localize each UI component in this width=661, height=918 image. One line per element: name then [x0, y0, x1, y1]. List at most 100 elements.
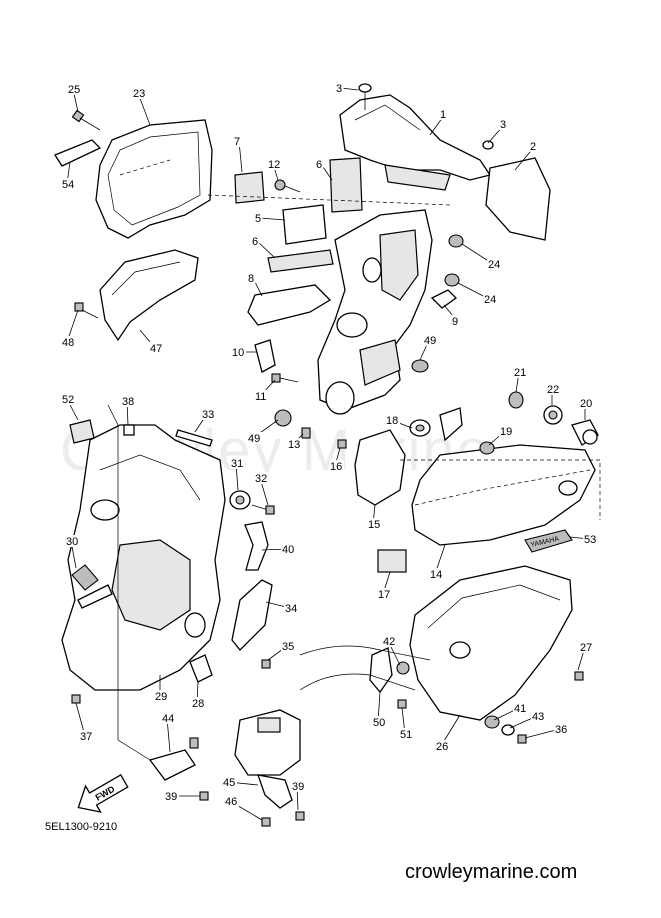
part-47-lower-side-cover [99, 249, 199, 342]
part-number-label-15: 15 [368, 519, 380, 531]
part-number-label-30: 30 [66, 536, 78, 548]
label-background [513, 702, 528, 714]
part-29-bottom-cowling [61, 424, 226, 691]
label-background [579, 397, 594, 409]
part-number-label-50: 50 [373, 717, 385, 729]
part-6-lower-pad [267, 249, 334, 273]
part-number-label-21: 21 [514, 367, 526, 379]
part-number-label-17: 17 [378, 589, 390, 601]
label-background [284, 602, 299, 614]
part-number-label-18: 18 [386, 415, 398, 427]
part-33-strip [175, 429, 213, 447]
part-16-screw [337, 439, 347, 449]
part-number-label-48: 48 [62, 337, 74, 349]
label-background [149, 342, 164, 354]
label-background [233, 135, 242, 147]
label-background [335, 82, 344, 94]
part-52-block [69, 419, 95, 444]
part-number-label-6: 6 [316, 159, 322, 171]
label-background [164, 790, 179, 802]
part-48-screw [74, 302, 99, 319]
part-number-label-33: 33 [202, 409, 214, 421]
part-41-grommet [484, 715, 500, 729]
part-number-label-8: 8 [248, 273, 254, 285]
part-number-label-34: 34 [285, 603, 297, 615]
part-number-label-2: 2 [530, 141, 536, 153]
label-background [483, 293, 498, 305]
part-number-label-39: 39 [165, 791, 177, 803]
part-25-screw [71, 109, 101, 131]
part-27-screw [574, 671, 584, 681]
label-background [487, 258, 502, 270]
part-number-label-24: 24 [488, 259, 500, 271]
label-background [291, 780, 306, 792]
part-24-grommet-upper [448, 234, 464, 248]
part-40-strap [244, 521, 269, 571]
part-17-pad [377, 549, 407, 573]
part-number-label-19: 19 [500, 426, 512, 438]
label-background [154, 690, 169, 702]
label-background [439, 108, 448, 120]
diagram-code: 5EL1300-9210 [45, 821, 117, 833]
part-15-bracket [354, 429, 406, 506]
label-background [251, 235, 260, 247]
part-42-grommet [396, 661, 410, 675]
part-number-label-47: 47 [150, 343, 162, 355]
label-background [79, 730, 94, 742]
part-number-labels: 1233566789101112131415161718192021222324… [61, 82, 598, 821]
label-background [429, 568, 444, 580]
part-number-label-49: 49 [248, 433, 260, 445]
part-number-label-43: 43 [532, 711, 544, 723]
guide-dashed-line-2 [400, 459, 601, 520]
part-54-grommet [54, 139, 102, 167]
part-51-screw [397, 699, 407, 709]
part-number-label-39: 39 [292, 781, 304, 793]
part-number-label-29: 29 [155, 691, 167, 703]
part-12-bolt [274, 179, 301, 193]
part-43-washer [501, 724, 515, 736]
label-background [423, 334, 438, 346]
part-5-pad [282, 204, 327, 245]
label-background [399, 728, 414, 740]
label-background [287, 438, 302, 450]
label-background [513, 366, 528, 378]
part-number-label-16: 16 [330, 461, 342, 473]
label-background [230, 457, 245, 469]
part-36-screw [517, 734, 527, 744]
leader-line-5 [259, 217, 286, 221]
part-number-label-22: 22 [547, 384, 559, 396]
part-number-label-7: 7 [234, 136, 240, 148]
part-39-screw-right [295, 811, 305, 821]
part-number-label-40: 40 [282, 544, 294, 556]
part-10-clip [254, 339, 276, 373]
label-background [529, 140, 538, 152]
part-30-connector [71, 564, 113, 609]
part-34-bracket [231, 579, 273, 651]
part-2-plate [485, 157, 551, 241]
part-number-label-13: 13 [288, 439, 300, 451]
part-21-grommet [508, 391, 524, 409]
guide-line-left [107, 404, 151, 761]
label-background [161, 712, 176, 724]
part-26-lower-right-cover [409, 565, 573, 721]
label-background [281, 543, 296, 555]
part-number-label-14: 14 [430, 569, 442, 581]
label-background [67, 83, 82, 95]
control-valve-assembly [234, 709, 301, 776]
part-number-label-25: 25 [68, 84, 80, 96]
label-background [281, 640, 296, 652]
label-background [531, 710, 546, 722]
label-background [435, 740, 450, 752]
part-number-label-37: 37 [80, 731, 92, 743]
part-number-label-23: 23 [133, 88, 145, 100]
label-background [372, 716, 387, 728]
site-url: crowleymarine.com [405, 861, 577, 883]
label-background [222, 776, 237, 788]
part-number-label-12: 12 [268, 159, 280, 171]
label-background [583, 533, 598, 545]
part-number-label-5: 5 [255, 213, 261, 225]
part-number-label-28: 28 [192, 698, 204, 710]
part-number-label-26: 26 [436, 741, 448, 753]
part-6-upper-pad [329, 157, 363, 213]
leader-line-6 [256, 240, 276, 259]
